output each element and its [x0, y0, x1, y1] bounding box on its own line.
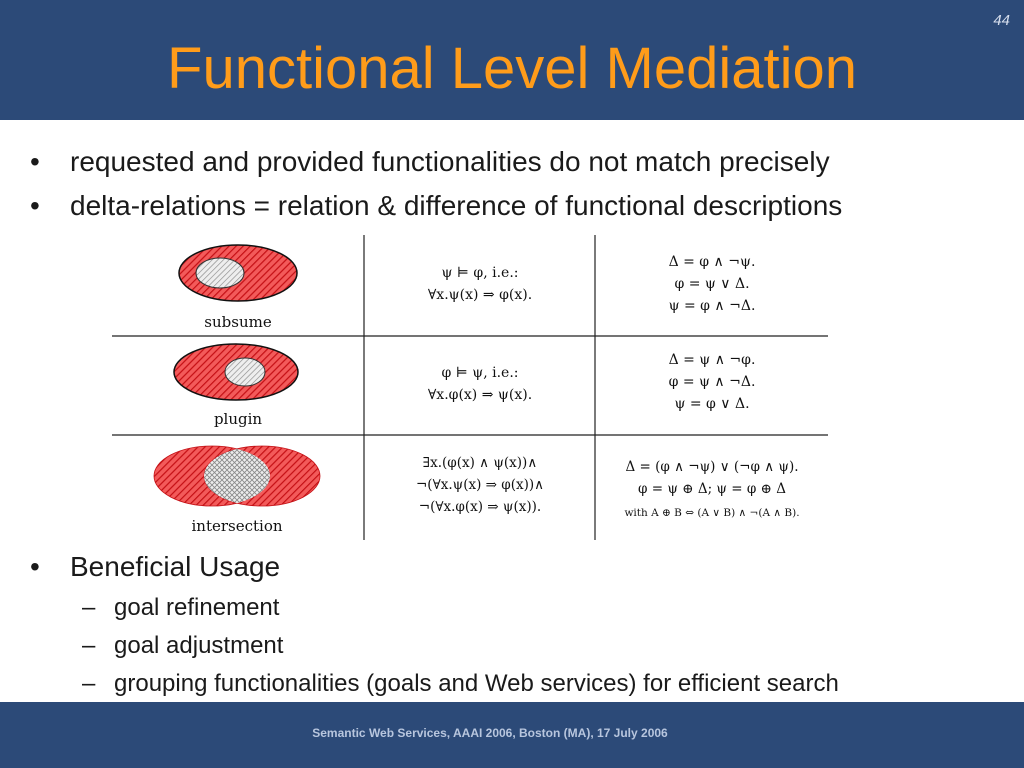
plugin-venn-diagram: [173, 343, 299, 401]
delta-line: with A ⊕ B ⇔ (A ∨ B) ∧ ¬(A ∧ B).: [624, 507, 799, 519]
sub-bullet-marker: –: [82, 632, 96, 659]
intersection-venn-diagram: [153, 445, 321, 507]
sub-bullet-item: –grouping functionalities (goals and Web…: [30, 665, 1020, 703]
bullet-text: delta-relations = relation & difference …: [70, 190, 843, 221]
relation-line: ¬(∀x.φ(x) ⇒ ψ(x)).: [419, 499, 541, 515]
bullet-marker: •: [30, 146, 40, 177]
relation-line: ¬(∀x.ψ(x) ⇒ φ(x))∧: [416, 477, 544, 493]
relation-line: ∀x.ψ(x) ⇒ φ(x).: [428, 287, 532, 303]
bullet-marker: •: [30, 551, 40, 582]
sub-bullet-text: goal refinement: [114, 594, 280, 621]
sub-bullet-text: grouping functionalities (goals and Web …: [114, 670, 839, 697]
row-label-plugin: plugin: [214, 410, 262, 428]
delta-line: ψ = φ ∧ ¬Δ.: [669, 298, 756, 314]
relation-line: ∀x.φ(x) ⇒ ψ(x).: [428, 387, 532, 403]
footer-text: Semantic Web Services, AAAI 2006, Boston…: [312, 726, 668, 740]
relation-line: ∃x.(φ(x) ∧ ψ(x))∧: [423, 455, 537, 471]
relation-line: ψ ⊨ φ, i.e.:: [442, 265, 519, 281]
sub-bullet-marker: –: [82, 670, 96, 697]
sub-bullet-item: –goal refinement: [30, 589, 1020, 627]
relation-line: φ ⊨ ψ, i.e.:: [442, 365, 519, 381]
footer-bar: Semantic Web Services, AAAI 2006, Boston…: [0, 702, 1024, 768]
bullet-text: Beneficial Usage: [70, 551, 281, 582]
delta-relations-table: subsume ψ ⊨ φ, i.e.: ∀x.ψ(x) ⇒ φ(x). Δ =…: [112, 235, 828, 540]
bullet-item: • requested and provided functionalities …: [30, 140, 1020, 184]
bullet-item: • delta-relations = relation & difference…: [30, 184, 1020, 228]
sub-bullet-item: –goal adjustment: [30, 627, 1020, 665]
row-label-intersection: intersection: [191, 517, 282, 535]
title-bar: 44 Functional Level Mediation: [0, 0, 1024, 120]
page-number: 44: [993, 12, 1010, 29]
sub-bullet-marker: –: [82, 594, 96, 621]
bullet-item: • Beneficial Usage: [30, 545, 1020, 589]
delta-line: ψ = φ ∨ Δ.: [674, 396, 749, 412]
subsume-venn-diagram: [178, 244, 298, 302]
delta-line: Δ = ψ ∧ ¬φ.: [669, 352, 756, 368]
delta-line: Δ = φ ∧ ¬ψ.: [669, 254, 756, 270]
bullet-list: • requested and provided functionalities …: [30, 140, 1020, 228]
bullet-marker: •: [30, 190, 40, 221]
delta-line: φ = ψ ⊕ Δ; ψ = φ ⊕ Δ: [638, 481, 786, 497]
slide-title: Functional Level Mediation: [167, 36, 857, 101]
delta-line: φ = ψ ∧ ¬Δ.: [669, 374, 756, 390]
beneficial-usage-list: •Beneficial Usage –goal refinement –goal…: [30, 545, 1020, 703]
bullet-text: requested and provided functionalities d…: [70, 146, 830, 177]
sub-bullet-text: goal adjustment: [114, 632, 284, 659]
delta-line: φ = ψ ∨ Δ.: [674, 276, 749, 292]
row-label-subsume: subsume: [204, 313, 272, 331]
delta-line: Δ = (φ ∧ ¬ψ) ∨ (¬φ ∧ ψ).: [625, 459, 798, 475]
